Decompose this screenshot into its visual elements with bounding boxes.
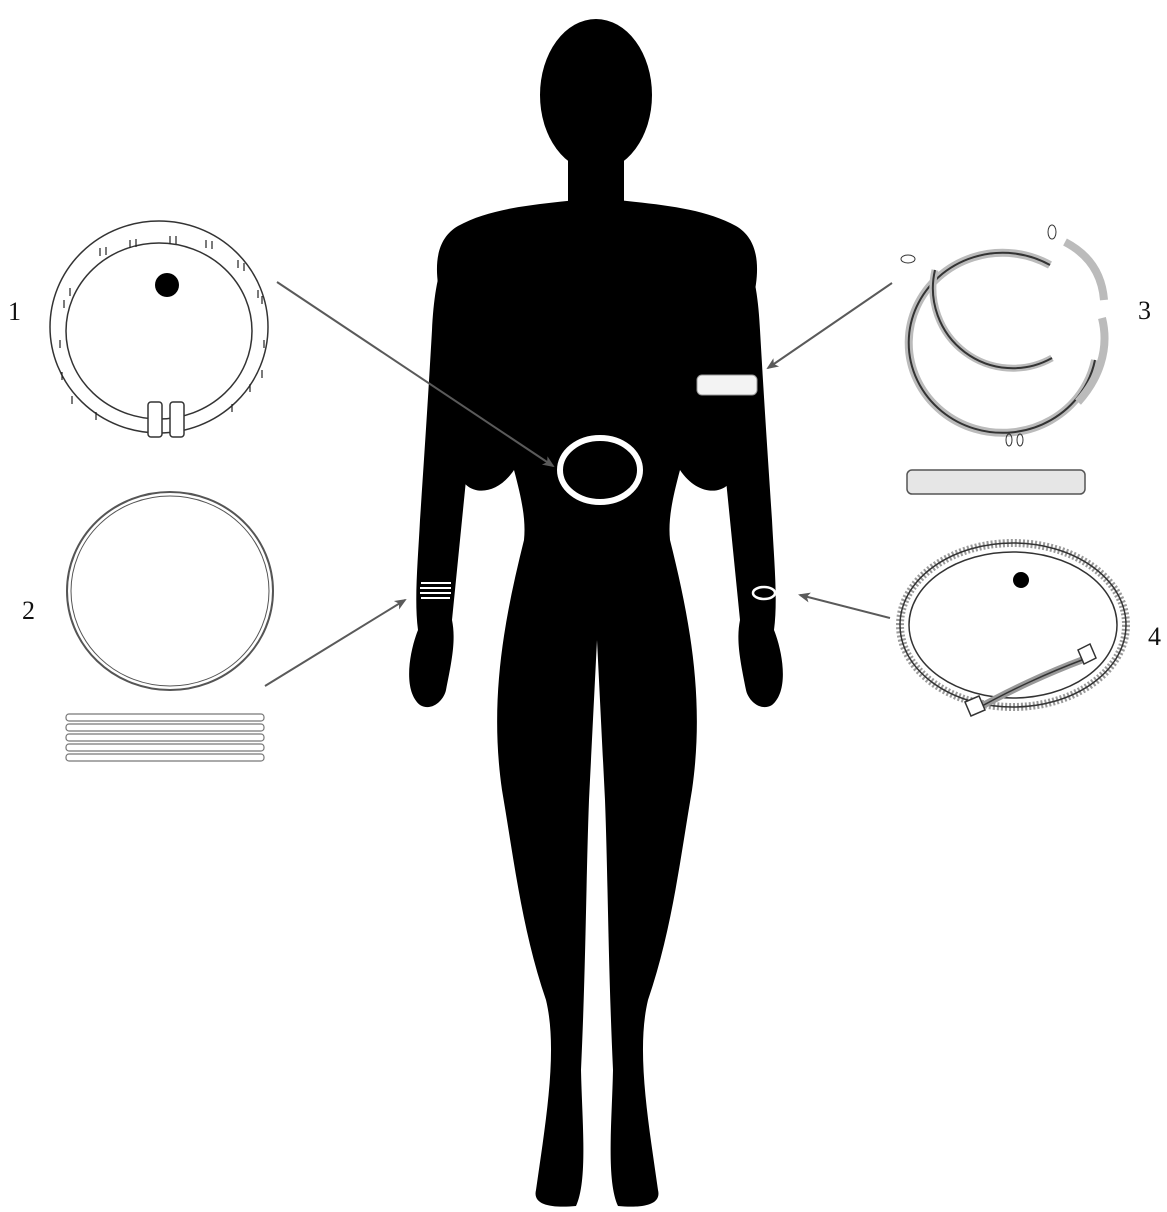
silhouette-head [540, 19, 652, 171]
artifact-1-terminal-left [148, 402, 162, 437]
label-4: 4 [1148, 624, 1161, 650]
label-1: 1 [8, 299, 21, 325]
artifact-3-section-b [1048, 225, 1056, 239]
label-2: 2 [22, 598, 35, 624]
artifact-1-section [155, 273, 179, 297]
arrow-2 [265, 600, 405, 686]
artifact-4-section [1013, 572, 1029, 588]
artifact-4-bracelet [900, 543, 1126, 716]
artifact-3-armring [901, 225, 1105, 494]
label-3: 3 [1138, 298, 1151, 324]
artifact-3-section-d [1017, 434, 1023, 446]
arrow-4 [800, 595, 890, 618]
silhouette-body [437, 198, 757, 1207]
artifact-2-bracelet [66, 492, 273, 761]
artifact-1-terminal-right [170, 402, 184, 437]
artifact-3-section-a [901, 255, 915, 263]
artifact-1-decoration [60, 236, 264, 420]
armband-worn [697, 375, 757, 395]
arrow-3 [768, 283, 892, 368]
artifact-1-ring [50, 221, 268, 437]
human-silhouette [409, 19, 783, 1207]
artifact-3-profile [907, 470, 1085, 494]
artifact-2-profiles [66, 714, 264, 761]
